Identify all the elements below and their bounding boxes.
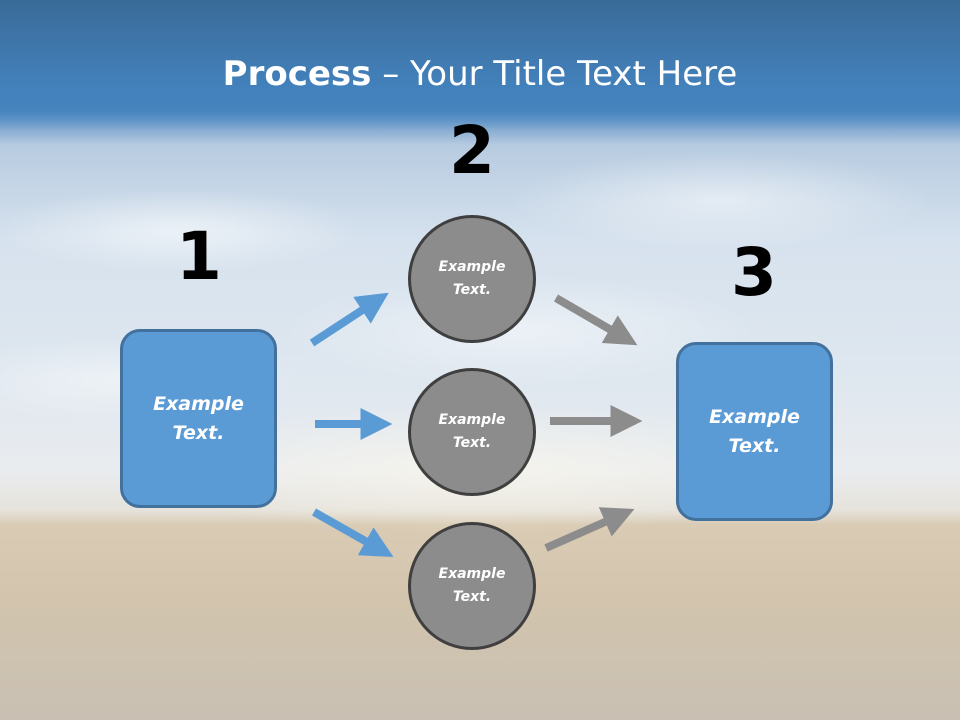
step-1-box[interactable]: Example Text.	[120, 329, 277, 508]
step-3-box[interactable]: Example Text.	[676, 342, 833, 521]
slide-title[interactable]: Process – Your Title Text Here	[0, 52, 960, 96]
step-2-circle-bottom[interactable]: Example Text.	[408, 522, 536, 650]
step-2-circle-middle[interactable]: Example Text.	[408, 368, 536, 496]
step-number-1: 1	[176, 218, 222, 295]
title-rest: Your Title Text Here	[410, 54, 738, 94]
step-2-circle-middle-label: Example Text.	[438, 412, 506, 451]
title-band	[0, 0, 960, 130]
step-number-3: 3	[731, 234, 777, 311]
arrow-circle-bottom-to-box3	[544, 507, 635, 552]
step-3-label: Example Text.	[709, 405, 800, 457]
arrow-circle-top-to-box3	[553, 294, 638, 346]
arrow-box1-to-circle-bottom	[312, 508, 394, 558]
step-2-circle-top[interactable]: Example Text.	[408, 215, 536, 343]
step-2-circle-top-label: Example Text.	[438, 259, 506, 298]
arrow-box1-to-circle-top	[309, 292, 389, 347]
title-separator: –	[371, 54, 411, 94]
title-strong: Process	[222, 54, 372, 94]
step-2-circle-bottom-label: Example Text.	[438, 566, 506, 605]
step-1-label: Example Text.	[153, 392, 244, 444]
step-number-2: 2	[449, 112, 495, 189]
